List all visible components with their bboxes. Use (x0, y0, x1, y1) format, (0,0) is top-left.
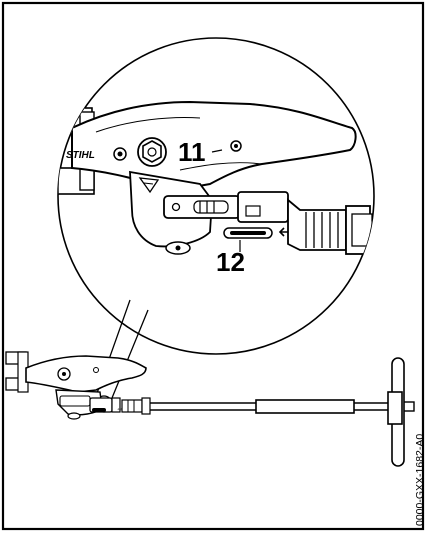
callout-12: 12 (216, 240, 245, 277)
pivot-screw-icon (137, 137, 167, 167)
callout-label-12: 12 (216, 247, 245, 277)
callout-11: 11 (178, 137, 223, 167)
callout-label-11: 11 (178, 137, 206, 167)
tool-overview: ⇔ (5, 351, 415, 467)
brand-label: STIHL (66, 150, 95, 161)
loop-handle (387, 357, 405, 467)
adjustment-sleeve (163, 191, 373, 255)
reference-code: 0000-GXX-1682-A0 (414, 434, 426, 526)
arrow-glyph-small: ⇔ (116, 404, 124, 413)
small-screw-icon (113, 147, 127, 161)
handle-screw-icon (230, 140, 242, 152)
detail-zoom-circle: STIHL (57, 37, 375, 355)
shaft (150, 399, 415, 414)
